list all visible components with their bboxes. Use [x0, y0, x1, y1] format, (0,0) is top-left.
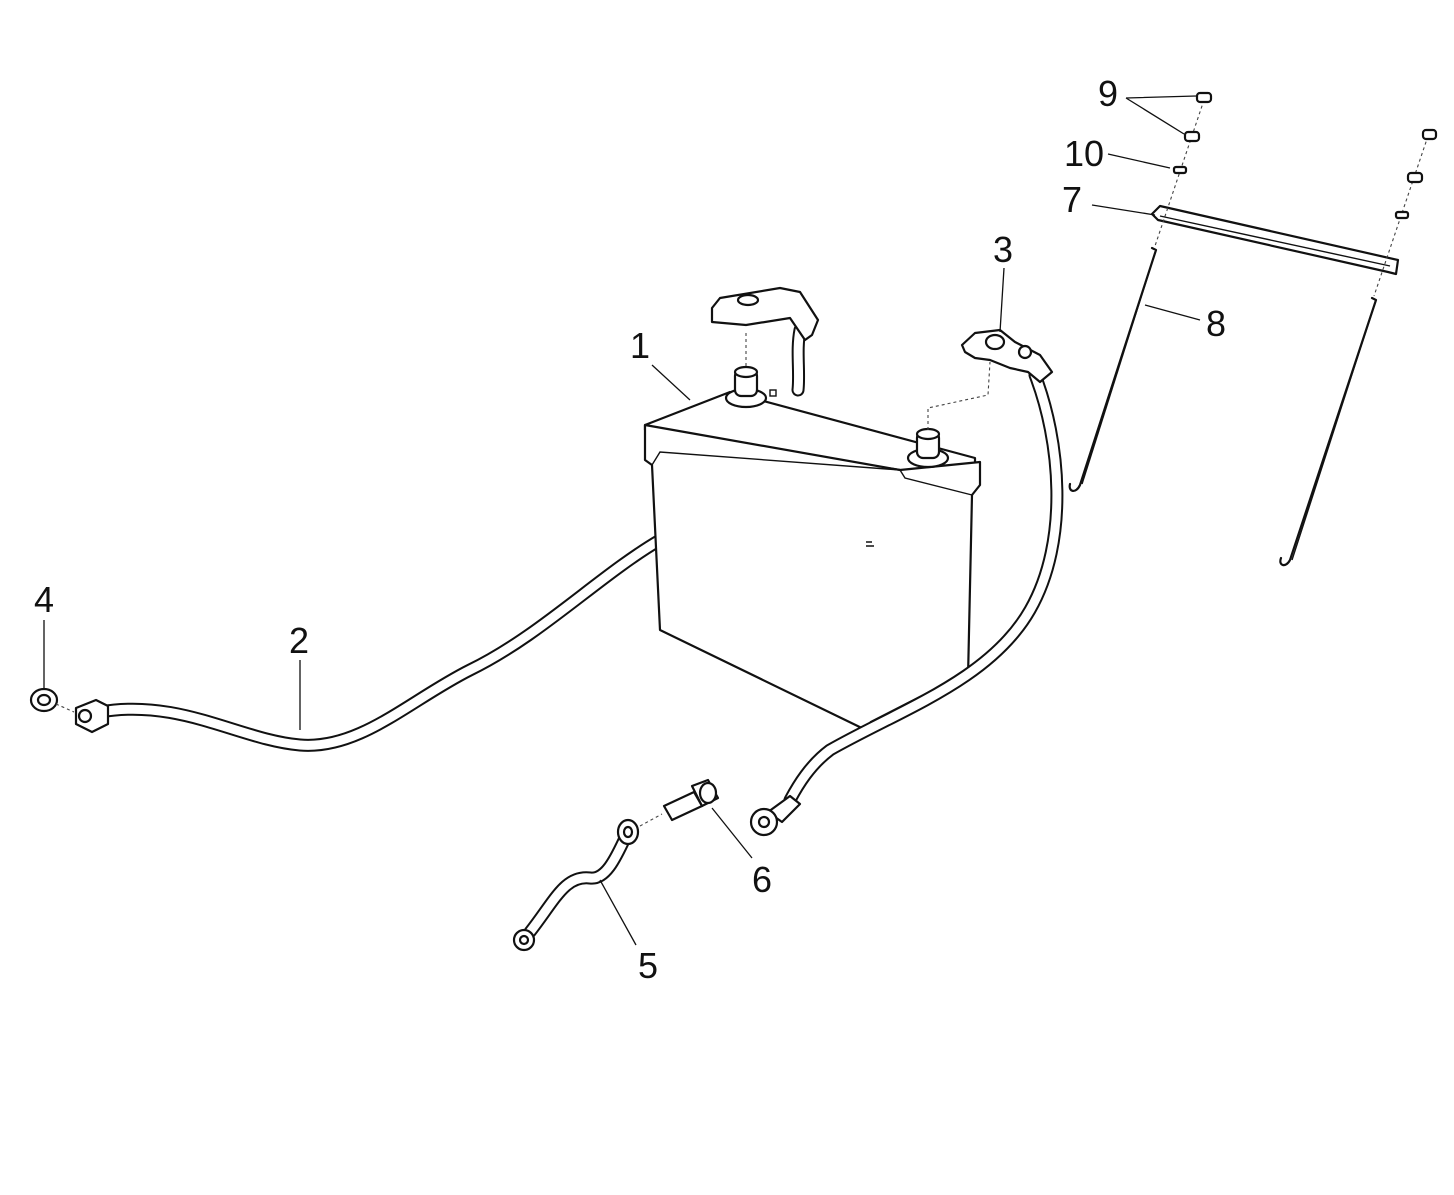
callout-5: 5: [638, 945, 658, 986]
part-10-washer-left[interactable]: [1172, 165, 1188, 175]
callout-1: 1: [630, 325, 650, 366]
part-9-nuts-left[interactable]: [1183, 91, 1213, 143]
leader-5: [599, 879, 637, 946]
part-8-rods[interactable]: [1068, 246, 1378, 567]
callout-10: 10: [1064, 133, 1104, 174]
part-3-terminal-cable[interactable]: [749, 328, 1064, 837]
negative-terminal-clamp: [710, 286, 820, 397]
part-1-battery[interactable]: [643, 365, 982, 734]
callout-8: 8: [1206, 303, 1226, 344]
leader-9: [1125, 95, 1197, 135]
leader-1: [651, 364, 691, 401]
leader-3: [999, 267, 1005, 333]
part-10-washer-right[interactable]: [1394, 210, 1410, 220]
part-6-bolt[interactable]: [662, 778, 720, 822]
part-2-cable[interactable]: [74, 533, 667, 752]
leader-8: [1144, 304, 1201, 321]
callout-3: 3: [993, 229, 1013, 270]
part-7-bracket[interactable]: [1150, 204, 1400, 276]
leader-7: [1091, 204, 1156, 216]
callout-7: 7: [1062, 179, 1082, 220]
leader-6: [711, 807, 753, 859]
part-4-nut[interactable]: [29, 687, 59, 713]
callout-6: 6: [752, 859, 772, 900]
part-5-small-cable[interactable]: [512, 818, 640, 952]
part-9-nuts-right[interactable]: [1406, 128, 1438, 184]
callout-4: 4: [34, 579, 54, 620]
leader-10: [1107, 153, 1171, 169]
callout-9: 9: [1098, 73, 1118, 114]
callout-2: 2: [289, 620, 309, 661]
